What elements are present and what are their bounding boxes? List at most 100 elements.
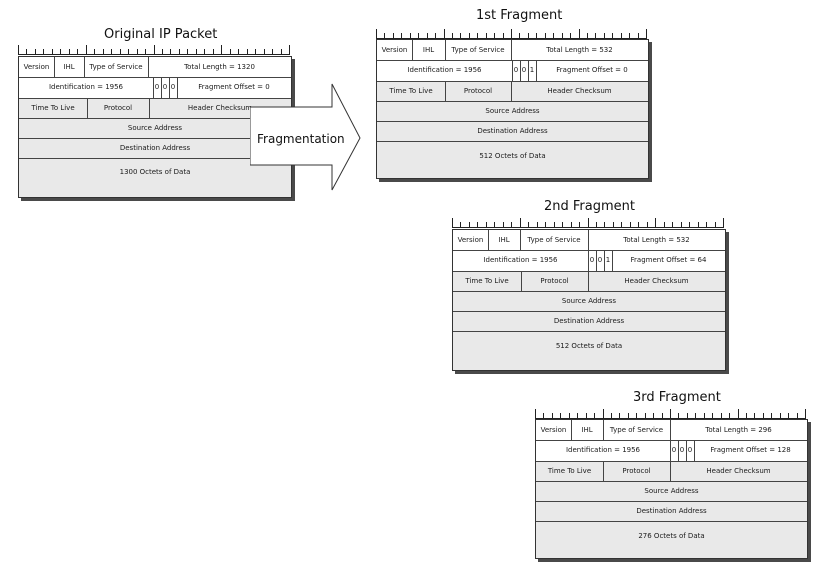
ruler-tick bbox=[376, 29, 377, 38]
flag-reserved: 0 bbox=[670, 440, 678, 461]
flag-reserved: 0 bbox=[512, 60, 520, 81]
ruler-tick bbox=[195, 49, 197, 54]
ruler-tick bbox=[263, 49, 265, 54]
ruler-tick bbox=[587, 218, 589, 227]
ruler-tick bbox=[663, 222, 665, 227]
ruler-tick bbox=[720, 413, 722, 418]
ruler-tick bbox=[729, 413, 731, 418]
bit-ruler bbox=[18, 44, 290, 55]
ruler-tick bbox=[570, 33, 572, 38]
bit-ruler bbox=[452, 217, 724, 228]
ruler-tick bbox=[94, 49, 96, 54]
ruler-tick bbox=[620, 33, 622, 38]
ruler-tick bbox=[579, 222, 581, 227]
flag-df: 0 bbox=[678, 440, 686, 461]
header-checksum-field: Header Checksum bbox=[187, 103, 253, 112]
ruler-tick bbox=[553, 222, 555, 227]
fragment-2-packet: Version IHL Type of Service Total Length… bbox=[452, 229, 726, 371]
ruler-tick bbox=[545, 222, 547, 227]
ruler-tick bbox=[502, 33, 504, 38]
flag-mf: 1 bbox=[604, 250, 612, 271]
ruler-tick bbox=[577, 413, 579, 418]
ttl-field: Time To Live bbox=[547, 466, 592, 475]
ruler-tick bbox=[695, 413, 697, 418]
identification-field: Identification = 1956 bbox=[377, 60, 512, 81]
destination-address-field: Destination Address bbox=[553, 316, 625, 325]
ruler-tick bbox=[646, 29, 647, 38]
ruler-tick bbox=[661, 413, 663, 418]
ruler-tick bbox=[612, 33, 614, 38]
destination-address-field: Destination Address bbox=[636, 506, 707, 515]
ruler-tick bbox=[528, 222, 530, 227]
ruler-tick bbox=[34, 49, 36, 54]
total-length-field: Total Length = 1320 bbox=[148, 57, 291, 77]
protocol-field: Protocol bbox=[103, 103, 133, 112]
type-of-service-field: Type of Service bbox=[520, 230, 588, 250]
ruler-tick bbox=[18, 45, 19, 54]
ruler-tick bbox=[796, 413, 798, 418]
ruler-tick bbox=[612, 222, 614, 227]
flag-mf: 0 bbox=[169, 77, 177, 98]
ruler-tick bbox=[586, 33, 588, 38]
source-address-field: Source Address bbox=[644, 486, 699, 495]
identification-field: Identification = 1956 bbox=[453, 250, 588, 271]
ruler-tick bbox=[689, 222, 691, 227]
ruler-tick bbox=[714, 222, 716, 227]
ruler-tick bbox=[60, 49, 62, 54]
ruler-tick bbox=[723, 218, 724, 227]
ruler-tick bbox=[519, 33, 521, 38]
ruler-tick bbox=[494, 33, 496, 38]
ruler-tick bbox=[678, 413, 680, 418]
version-field: Version bbox=[536, 420, 571, 440]
ruler-tick bbox=[246, 49, 248, 54]
ruler-tick bbox=[409, 33, 411, 38]
protocol-field: Protocol bbox=[540, 276, 569, 285]
ruler-tick bbox=[255, 49, 257, 54]
type-of-service-field: Type of Service bbox=[603, 420, 670, 440]
header-checksum-field: Header Checksum bbox=[547, 86, 612, 95]
ruler-tick bbox=[762, 413, 764, 418]
ruler-tick bbox=[646, 222, 648, 227]
ruler-tick bbox=[779, 413, 781, 418]
ruler-tick bbox=[544, 33, 546, 38]
version-field: Version bbox=[453, 230, 488, 250]
ruler-tick bbox=[737, 409, 739, 418]
total-length-field: Total Length = 296 bbox=[670, 420, 807, 440]
ruler-tick bbox=[153, 45, 155, 54]
ruler-tick bbox=[111, 49, 113, 54]
header-checksum-field: Header Checksum bbox=[706, 466, 771, 475]
ruler-tick bbox=[610, 413, 612, 418]
total-length-field: Total Length = 532 bbox=[588, 230, 725, 250]
source-address-field: Source Address bbox=[127, 123, 183, 132]
ruler-tick bbox=[561, 33, 563, 38]
ruler-tick bbox=[204, 49, 206, 54]
ruler-tick bbox=[686, 413, 688, 418]
ruler-tick bbox=[468, 33, 470, 38]
fragment-1-packet: Version IHL Type of Service Total Length… bbox=[376, 39, 649, 179]
ruler-tick bbox=[595, 33, 597, 38]
ruler-tick bbox=[754, 413, 756, 418]
destination-address-field: Destination Address bbox=[477, 126, 548, 135]
fragment-3-title: 3rd Fragment bbox=[633, 390, 721, 405]
ruler-tick bbox=[212, 49, 214, 54]
ruler-tick bbox=[477, 33, 479, 38]
ruler-tick bbox=[638, 222, 640, 227]
ruler-tick bbox=[788, 413, 790, 418]
ruler-tick bbox=[637, 33, 639, 38]
ruler-tick bbox=[585, 413, 587, 418]
ruler-tick bbox=[655, 218, 657, 227]
data-field: 276 Octets of Data bbox=[638, 531, 705, 540]
ruler-tick bbox=[68, 49, 70, 54]
ttl-field: Time To Live bbox=[465, 276, 509, 285]
ruler-tick bbox=[26, 49, 28, 54]
ruler-tick bbox=[619, 413, 621, 418]
ruler-tick bbox=[594, 413, 596, 418]
ruler-tick bbox=[485, 222, 487, 227]
version-field: Version bbox=[19, 57, 54, 77]
ruler-tick bbox=[43, 49, 45, 54]
ruler-tick bbox=[511, 29, 512, 38]
ruler-tick bbox=[551, 413, 553, 418]
ruler-tick bbox=[644, 413, 646, 418]
ruler-tick bbox=[384, 33, 386, 38]
destination-address-field: Destination Address bbox=[119, 143, 191, 152]
